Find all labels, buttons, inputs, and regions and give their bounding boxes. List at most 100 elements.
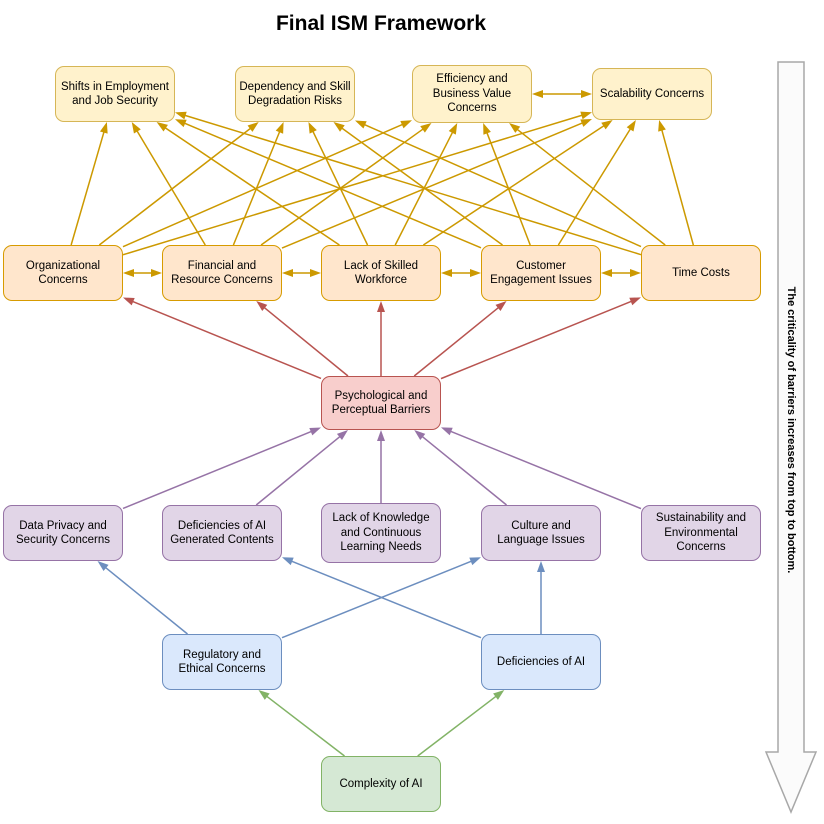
edge-customer-time_costs — [601, 269, 641, 277]
edge-lack_knowledge-psychological — [377, 430, 385, 503]
arrowhead — [123, 269, 134, 277]
edge-financial-scalability — [281, 118, 592, 249]
arrowhead — [581, 90, 592, 98]
edge-data_privacy-psychological — [122, 427, 321, 510]
edge-lack_skilled-customer — [441, 269, 481, 277]
arrowhead — [483, 123, 491, 135]
node-deficiencies_ai: Deficiencies of AI — [481, 634, 601, 690]
diagram-title: Final ISM Framework — [275, 12, 487, 35]
arrowhead — [282, 269, 293, 277]
edge-financial-lack_skilled — [282, 269, 321, 277]
arrowhead — [448, 123, 458, 135]
node-time_costs: Time Costs — [641, 245, 761, 301]
node-lack_skilled: Lack of Skilled Workforce — [321, 245, 441, 301]
edge-complexity-deficiencies_ai — [417, 690, 505, 757]
arrowhead — [275, 122, 284, 134]
arrowhead — [336, 430, 348, 441]
arrowhead — [400, 120, 412, 129]
arrowhead — [377, 430, 385, 441]
edge-psychological-customer — [413, 301, 507, 377]
edge-psychological-time_costs — [440, 297, 641, 380]
arrowhead — [131, 122, 141, 134]
edge-organizational-dependency — [98, 122, 259, 246]
arrowhead — [601, 269, 612, 277]
edge-psychological-financial — [256, 301, 349, 377]
node-scalability: Scalability Concerns — [592, 68, 712, 120]
arrowhead — [247, 122, 259, 132]
arrowhead — [97, 561, 109, 572]
criticality-arrow — [764, 61, 818, 814]
node-customer: Customer Engagement Issues — [481, 245, 601, 301]
edge-customer-dependency — [333, 122, 503, 246]
edge-psychological-organizational — [123, 297, 322, 380]
criticality-arrow-label: The criticality of barriers increases fr… — [785, 286, 797, 574]
edge-customer-shifts — [175, 119, 482, 249]
arrowhead — [509, 123, 521, 133]
edge-regulatory-data_privacy — [97, 561, 188, 635]
arrowhead — [495, 301, 507, 312]
arrowhead — [537, 561, 545, 572]
edge-time_costs-efficiency — [509, 123, 666, 246]
edge-time_costs-scalability — [658, 120, 695, 246]
arrowhead — [469, 557, 481, 566]
arrowhead — [258, 690, 270, 700]
arrowhead — [470, 269, 481, 277]
arrowhead — [256, 301, 268, 312]
arrowhead — [310, 269, 321, 277]
arrowhead — [626, 120, 636, 132]
edge-organizational-shifts — [70, 122, 108, 246]
edge-time_costs-dependency — [355, 120, 642, 248]
arrowhead — [441, 269, 452, 277]
node-culture: Culture and Language Issues — [481, 505, 601, 561]
arrowhead — [414, 430, 426, 441]
edge-customer-scalability — [557, 120, 636, 246]
node-lack_knowledge: Lack of Knowledge and Continuous Learnin… — [321, 503, 441, 563]
arrowhead — [355, 120, 367, 129]
edge-organizational-scalability — [122, 111, 592, 256]
arrowhead — [175, 111, 187, 120]
edge-lack_skilled-shifts — [156, 122, 340, 246]
arrowhead — [601, 120, 613, 130]
edge-time_costs-shifts — [175, 111, 642, 256]
arrowhead — [441, 427, 453, 436]
edge-culture-psychological — [414, 430, 508, 506]
node-psychological: Psychological and Perceptual Barriers — [321, 376, 441, 430]
edge-regulatory-culture — [281, 557, 481, 639]
edge-deficiencies_content-psychological — [255, 430, 348, 506]
arrowhead — [630, 269, 641, 277]
node-complexity: Complexity of AI — [321, 756, 441, 812]
arrowhead — [493, 690, 505, 700]
arrowhead — [156, 122, 168, 132]
node-financial: Financial and Resource Concerns — [162, 245, 282, 301]
node-deficiencies_content: Deficiencies of AI Generated Contents — [162, 505, 282, 561]
arrowhead — [580, 118, 592, 127]
node-shifts: Shifts in Employment and Job Security — [55, 66, 175, 122]
node-dependency: Dependency and Skill Degradation Risks — [235, 66, 355, 122]
arrowhead — [175, 119, 187, 128]
node-organizational: Organizational Concerns — [3, 245, 123, 301]
arrowhead — [309, 427, 321, 436]
arrowhead — [532, 90, 543, 98]
edge-organizational-financial — [123, 269, 162, 277]
node-sustainability: Sustainability and Environmental Concern… — [641, 505, 761, 561]
edge-financial-dependency — [232, 122, 284, 246]
arrowhead — [420, 123, 432, 133]
edge-complexity-regulatory — [258, 690, 345, 757]
arrowhead — [580, 111, 592, 120]
edge-psychological-lack_skilled — [377, 301, 385, 376]
arrowhead — [123, 297, 135, 306]
edge-deficiencies_ai-deficiencies_content — [282, 557, 482, 639]
edge-layer — [70, 90, 695, 757]
arrowhead — [658, 120, 666, 132]
arrowhead — [377, 301, 385, 312]
node-data_privacy: Data Privacy and Security Concerns — [3, 505, 123, 561]
edge-lack_skilled-scalability — [422, 120, 613, 246]
edge-sustainability-psychological — [441, 427, 642, 510]
arrowhead — [333, 122, 345, 132]
edge-financial-efficiency — [260, 123, 432, 246]
arrowhead — [99, 122, 108, 134]
edge-efficiency-scalability — [532, 90, 592, 98]
